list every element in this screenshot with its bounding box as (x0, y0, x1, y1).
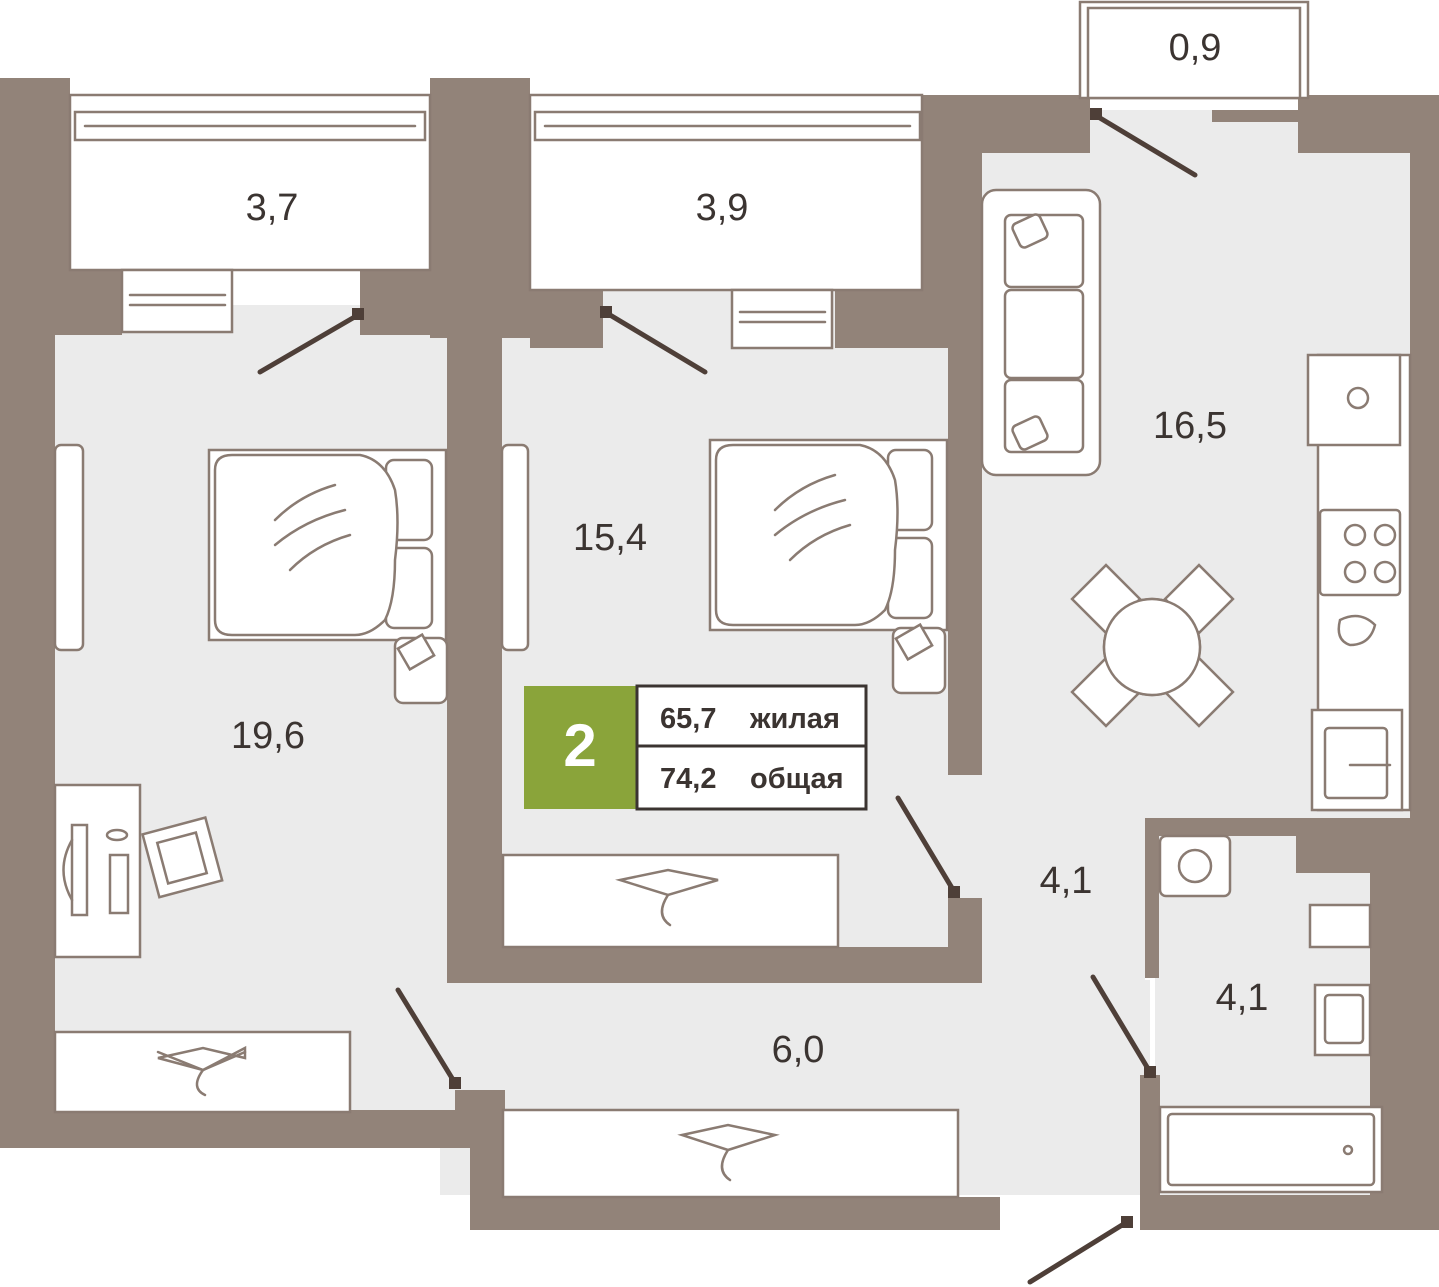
desk-left (53, 783, 142, 959)
wardrobe-left (53, 1030, 352, 1114)
sofa (980, 188, 1102, 477)
area-label-kitchen-living: 16,5 (1153, 405, 1227, 447)
rooms-count-badge (524, 686, 637, 809)
walls (0, 78, 1439, 1230)
bed-middle (708, 438, 949, 632)
kitchen-counter (1306, 353, 1412, 812)
floor-bedroom-left (55, 305, 455, 1113)
living-area-value: 65,7 (660, 703, 716, 735)
chair-left (141, 816, 224, 899)
bed-left (207, 448, 448, 642)
area-label-balcony-middle: 3,9 (696, 187, 749, 229)
area-label-hall: 4,1 (1040, 860, 1093, 902)
rooms-count: 2 (563, 712, 596, 779)
wardrobe-corridor (501, 1108, 960, 1199)
apartment-info: 2 65,7 жилая 74,2 общая (524, 684, 868, 811)
area-label-bathroom: 4,1 (1216, 977, 1269, 1019)
wardrobe-middle (501, 853, 840, 949)
toilet (1308, 903, 1372, 949)
lamp-left (396, 632, 436, 672)
living-area-label: жилая (749, 703, 840, 735)
area-label-balcony-small: 0,9 (1169, 27, 1222, 69)
area-label-bedroom-left: 19,6 (231, 715, 305, 757)
balcony-small (1078, 0, 1310, 100)
area-label-bedroom-middle: 15,4 (573, 517, 647, 559)
doors (257, 108, 1198, 1285)
lamp-middle (894, 622, 934, 662)
wardrobe-left-wall (53, 443, 85, 652)
balcony-left (68, 93, 432, 334)
area-label-corridor: 6,0 (772, 1029, 825, 1071)
balcony-middle (528, 93, 924, 350)
bathroom-fixtures (1158, 834, 1384, 1194)
dining-table (1070, 563, 1235, 728)
area-label-balcony-left: 3,7 (246, 187, 299, 229)
wardrobe-middle-wall (500, 443, 530, 652)
total-area-value: 74,2 (660, 763, 716, 795)
total-area-label: общая (750, 763, 844, 795)
area-labels: 3,7 3,9 0,9 16,5 15,4 19,6 4,1 4,1 6,0 (231, 27, 1268, 1071)
